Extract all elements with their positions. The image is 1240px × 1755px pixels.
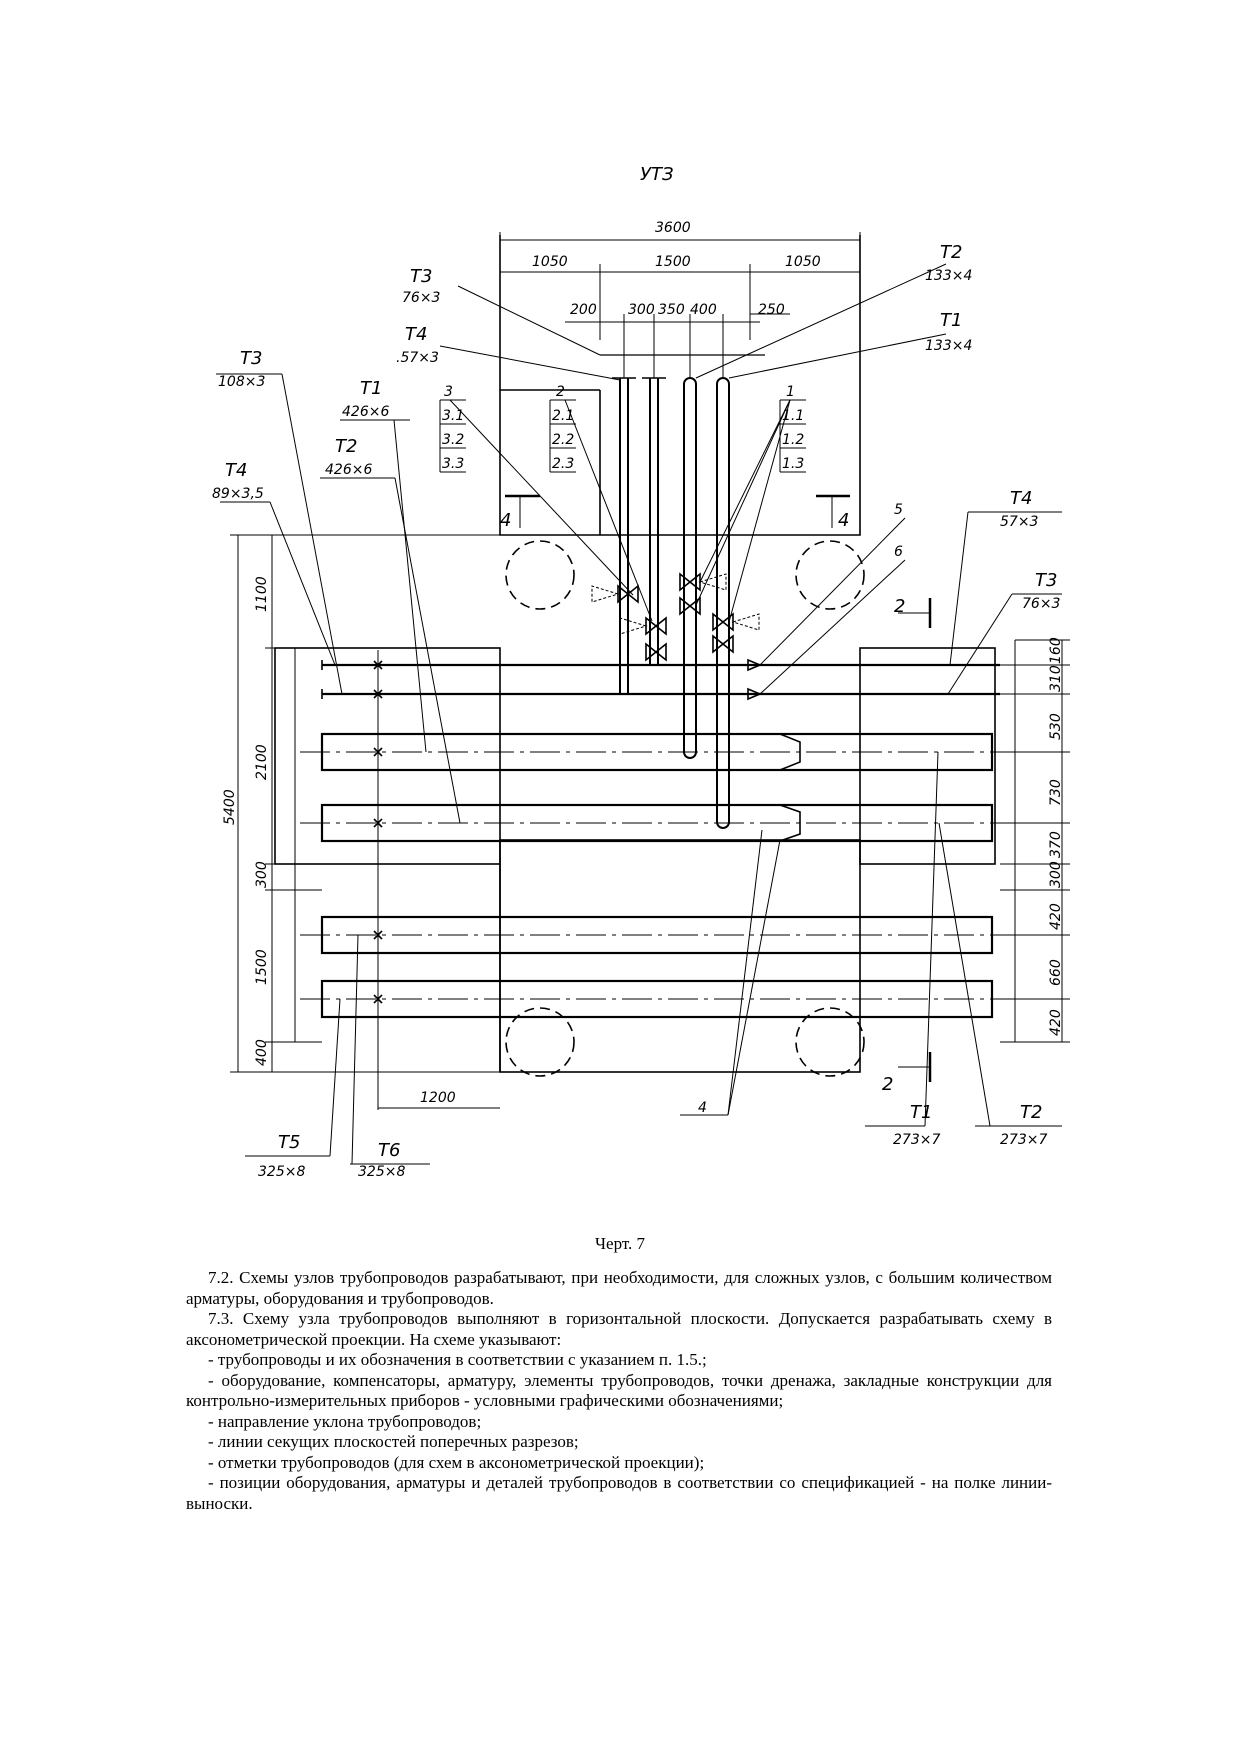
label-t2-133: Т2 — [940, 242, 962, 263]
label-t3-76r: Т3 — [1035, 570, 1057, 591]
chamber-lower — [499, 839, 861, 1073]
valve-3-3: 3.3 — [442, 456, 464, 472]
support-circle — [505, 1007, 575, 1077]
valve-2-1: 2.1 — [552, 408, 574, 424]
list-item: - направление уклона трубопроводов; — [208, 1411, 482, 1431]
valve-1-2: 1.2 — [782, 432, 804, 448]
label-t1-133-size: 133×4 — [925, 338, 972, 354]
label-t4-89: Т4 — [225, 460, 247, 481]
dim-top-mid: 1500 — [655, 254, 691, 270]
dim-right-7: 420 — [1048, 903, 1064, 930]
valve-2-2: 2.2 — [552, 432, 574, 448]
label-t3-76-size: 76×3 — [402, 290, 440, 306]
dim-left-5: 400 — [254, 1039, 270, 1066]
label-t3-108: Т3 — [240, 348, 262, 369]
dim-top-left: 1050 — [532, 254, 568, 270]
dim-top-d1: 200 — [570, 302, 597, 318]
dim-top-d3: 350 — [658, 302, 685, 318]
dim-right-5: 370 — [1048, 831, 1064, 858]
label-t3-108-size: 108×3 — [218, 374, 265, 390]
dim-bottom-1: 1200 — [420, 1090, 456, 1106]
figure-caption: Черт. 7 — [594, 1234, 646, 1253]
list-item: - позиции оборудования, арматуры и детал… — [186, 1473, 1052, 1513]
label-t1-426-size: 426×6 — [342, 404, 389, 420]
label-t4-57: Т4 — [405, 324, 427, 345]
dim-right-3: 530 — [1048, 713, 1064, 740]
label-t1-426: Т1 — [360, 378, 382, 399]
body-text: 7.2. Схемы узлов трубопроводов разрабаты… — [186, 1268, 1052, 1514]
dim-right-1: 160 — [1048, 637, 1064, 664]
label-t2-273: Т2 — [1020, 1102, 1042, 1123]
paragraph-7-2: 7.2. Схемы узлов трубопроводов разрабаты… — [186, 1268, 1052, 1308]
label-t4-89-size: 89×3,5 — [212, 486, 264, 502]
label-t1-273-size: 273×7 — [893, 1132, 940, 1148]
valve-1-1: 1.1 — [782, 408, 804, 424]
dim-top-d2: 300 — [628, 302, 655, 318]
valve-1-3: 1.3 — [782, 456, 804, 472]
label-t6-325: Т6 — [378, 1140, 400, 1161]
right-channel — [859, 647, 996, 865]
label-t5-325: Т5 — [278, 1132, 300, 1153]
support-circle — [795, 540, 865, 610]
label-t2-133-size: 133×4 — [925, 268, 972, 284]
dim-right-2: 310 — [1048, 665, 1064, 692]
label-t6-325-size: 325×8 — [358, 1164, 405, 1180]
dim-left-2: 2100 — [254, 744, 270, 780]
label-t1-273: Т1 — [910, 1102, 932, 1123]
label-t4-57r-size: 57×3 — [1000, 514, 1038, 530]
dim-left-1: 1100 — [254, 576, 270, 612]
label-t3-76: Т3 — [410, 266, 432, 287]
dim-left-3: 300 — [254, 861, 270, 888]
label-t2-273-size: 273×7 — [1000, 1132, 1047, 1148]
valve-group-3-num: 3 — [444, 384, 453, 400]
section-2-bottom: 2 — [882, 1074, 893, 1095]
dim-top-d5: 250 — [758, 302, 785, 318]
list-item: - оборудование, компенсаторы, арматуру, … — [186, 1370, 1052, 1411]
valve-group-2-num: 2 — [556, 384, 565, 400]
left-channel — [274, 647, 501, 865]
dim-left-total: 5400 — [222, 789, 238, 825]
valve-2-3: 2.3 — [552, 456, 574, 472]
label-t5-325-size: 325×8 — [258, 1164, 305, 1180]
label-t4-57r: Т4 — [1010, 488, 1032, 509]
section-4-left: 4 — [500, 510, 511, 531]
support-circle — [505, 540, 575, 610]
marker-6: 6 — [894, 544, 903, 560]
label-t2-426: Т2 — [335, 436, 357, 457]
list-item: - линии секущих плоскостей поперечных ра… — [208, 1432, 579, 1451]
dim-top-total: 3600 — [655, 220, 691, 236]
dim-right-8: 660 — [1048, 959, 1064, 986]
dim-left-4: 1500 — [254, 949, 270, 985]
dim-right-4: 730 — [1048, 779, 1064, 806]
dim-right-9: 420 — [1048, 1009, 1064, 1036]
valve-3-1: 3.1 — [442, 408, 464, 424]
valve-group-1-num: 1 — [786, 384, 795, 400]
valve-3-2: 3.2 — [442, 432, 464, 448]
dim-top-right: 1050 — [785, 254, 821, 270]
label-t1-133: Т1 — [940, 310, 962, 331]
chamber-upper-walls — [499, 235, 861, 536]
main-pipes — [320, 732, 994, 1019]
list-item: - трубопроводы и их обозначения в соотве… — [208, 1350, 707, 1369]
support-circle — [795, 1007, 865, 1077]
paragraph-7-3: 7.3. Схему узла трубопроводов выполняют … — [186, 1309, 1052, 1349]
list-item: - отметки трубопроводов (для схем в аксо… — [208, 1452, 705, 1472]
label-t2-426-size: 426×6 — [325, 462, 372, 478]
marker-4: 4 — [698, 1100, 707, 1116]
label-t4-57-size: .57×3 — [396, 350, 439, 366]
section-4-right: 4 — [838, 510, 849, 531]
drawing-title: УТЗ — [640, 164, 674, 185]
section-2-top: 2 — [894, 596, 905, 617]
dim-right-6: 300 — [1048, 861, 1064, 888]
pipeline-node-drawing: УТЗ 3600 1050 1500 1050 200 300 350 400 … — [212, 164, 1070, 1180]
dim-top-d4: 400 — [690, 302, 717, 318]
label-t3-76r-size: 76×3 — [1022, 596, 1060, 612]
marker-5: 5 — [894, 502, 903, 518]
